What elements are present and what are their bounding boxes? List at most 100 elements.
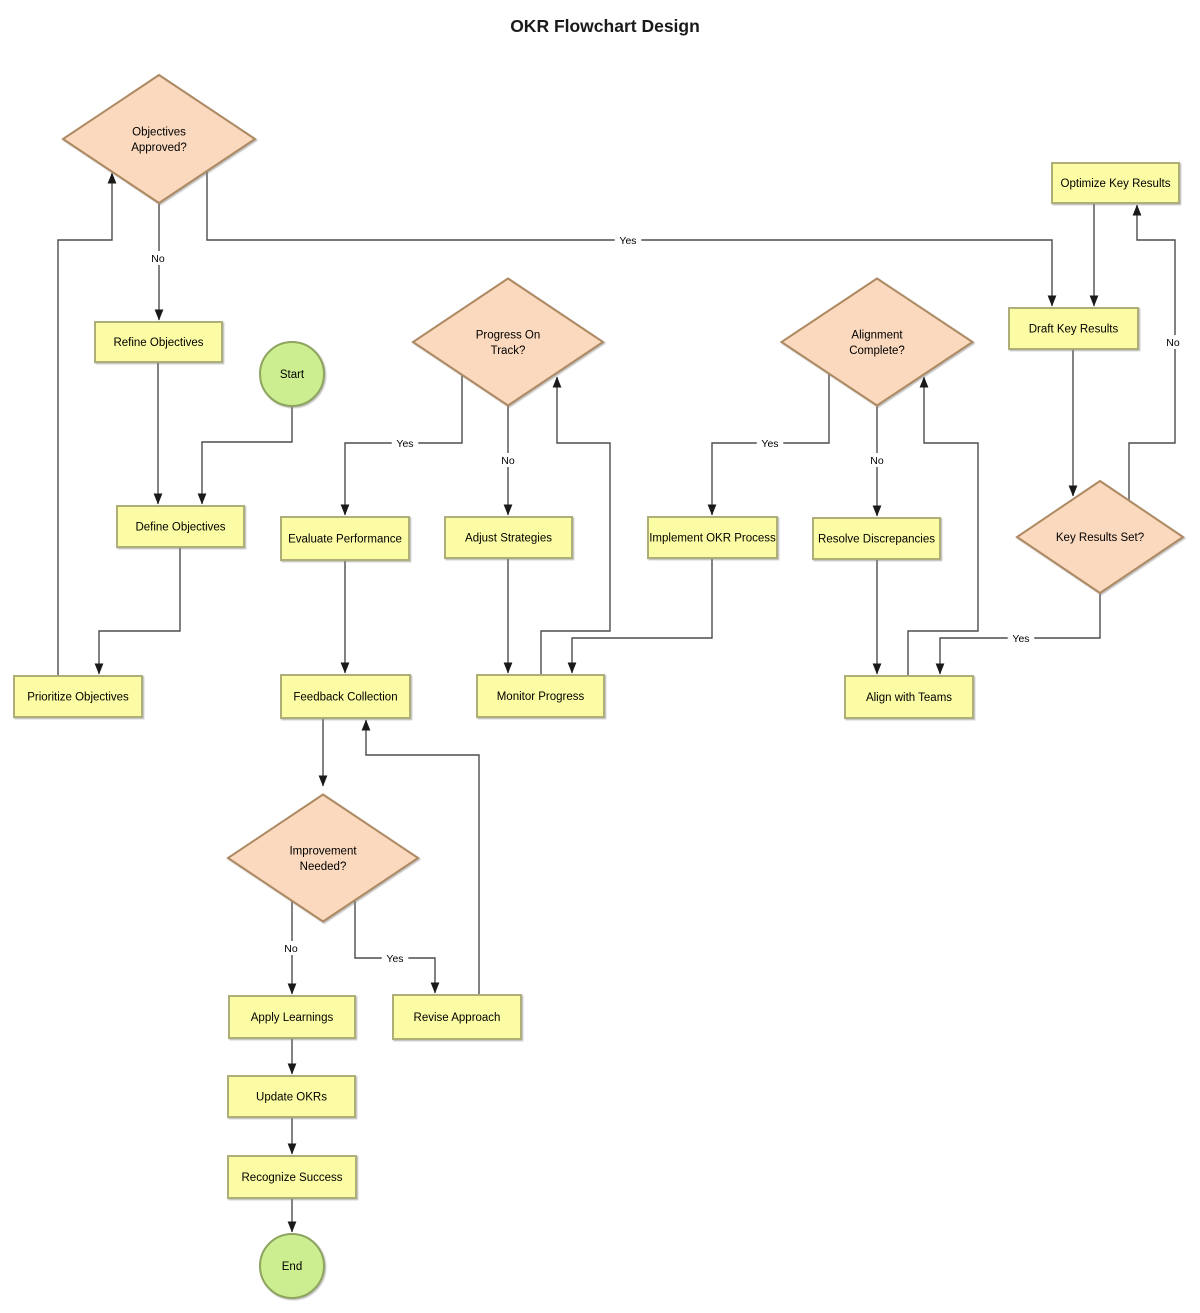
process-shape: [1051, 162, 1180, 204]
edge-label-bg: [391, 436, 419, 450]
edge-label-bg: [614, 233, 642, 247]
node-key-results-set[interactable]: Key Results Set?: [1015, 479, 1185, 595]
process-shape: [844, 675, 974, 719]
process-shape: [444, 516, 573, 559]
node-label: Feedback Collection: [293, 692, 397, 704]
process-shape: [227, 1075, 356, 1118]
node-optimize-key-results[interactable]: Optimize Key Results: [1051, 162, 1180, 204]
edge-label: Yes: [1012, 633, 1029, 645]
node-apply-learnings[interactable]: Apply Learnings: [228, 995, 356, 1039]
terminal-shape: [259, 341, 325, 407]
edge-revise-to-feedback: [361, 719, 480, 995]
node-label: Implement OKR Process: [649, 533, 776, 545]
node-adjust-strategies[interactable]: Adjust Strategies: [444, 516, 573, 559]
node-define-objectives[interactable]: Define Objectives: [116, 505, 245, 548]
edge-label-bg: [756, 436, 784, 450]
process-shape: [13, 675, 143, 718]
node-label: Prioritize Objectives: [27, 692, 129, 704]
edge-label: No: [284, 943, 298, 955]
edge-label: Yes: [386, 953, 403, 965]
node-start[interactable]: Start: [259, 341, 325, 407]
edge-improvement-needed-yes: [354, 900, 440, 994]
edge-label: No: [870, 455, 884, 467]
node-label: Draft Key Results: [1029, 324, 1119, 336]
node-label: Refine Objectives: [113, 337, 203, 349]
edge-label: No: [151, 253, 165, 265]
node-evaluate-performance[interactable]: Evaluate Performance: [280, 516, 410, 561]
node-label: Key Results Set?: [1056, 532, 1144, 544]
node-update-okrs[interactable]: Update OKRs: [227, 1075, 356, 1118]
edge-key-results-set-no: [1128, 204, 1176, 500]
decision-shape: [226, 793, 420, 923]
node-label: Revise Approach: [414, 1012, 501, 1024]
process-shape: [1008, 307, 1139, 350]
process-shape: [392, 994, 522, 1040]
node-implement-okr-process[interactable]: Implement OKR Process: [647, 516, 778, 559]
terminal-shape: [259, 1233, 325, 1299]
decision-shape: [411, 277, 605, 407]
edge-implement-to-monitor: [567, 558, 713, 674]
node-draft-key-results[interactable]: Draft Key Results: [1008, 307, 1139, 350]
process-shape: [94, 321, 223, 363]
edge-label-bg: [381, 951, 409, 965]
edge-label-bg: [148, 251, 168, 265]
edge-layer: [57, 171, 1176, 1233]
decision-shape: [779, 277, 975, 407]
edge-align-to-alignment-complete: [907, 376, 979, 676]
node-label: Align with Teams: [866, 692, 952, 704]
node-label: Recognize Success: [242, 1172, 343, 1184]
node-label: Define Objectives: [135, 522, 225, 534]
node-resolve-discrepancies[interactable]: Resolve Discrepancies: [812, 517, 941, 560]
node-refine-objectives[interactable]: Refine Objectives: [94, 321, 223, 363]
process-shape: [476, 674, 605, 718]
edge-label-bg: [1163, 335, 1183, 349]
node-label: Adjust Strategies: [465, 533, 552, 545]
edge-label: No: [1166, 337, 1180, 349]
edge-label: Yes: [619, 235, 636, 247]
edge-prioritize-to-objectives-approved: [57, 172, 117, 676]
node-label: Resolve Discrepancies: [818, 534, 935, 546]
node-label: Evaluate Performance: [288, 534, 402, 546]
node-prioritize-objectives[interactable]: Prioritize Objectives: [13, 675, 143, 718]
process-shape: [812, 517, 941, 560]
edge-label-bg: [281, 941, 301, 955]
edge-start-to-define-objectives: [197, 406, 293, 505]
edge-label: Yes: [396, 438, 413, 450]
node-recognize-success[interactable]: Recognize Success: [227, 1155, 357, 1199]
node-end[interactable]: End: [259, 1233, 325, 1299]
process-shape: [228, 995, 356, 1039]
node-label: End: [282, 1261, 302, 1273]
decision-shape: [61, 73, 257, 205]
node-label: Update OKRs: [256, 1092, 327, 1104]
edge-label: No: [501, 455, 515, 467]
edge-label-bg: [867, 453, 887, 467]
node-align-with-teams[interactable]: Align with Teams: [844, 675, 974, 719]
node-feedback-collection[interactable]: Feedback Collection: [280, 674, 411, 719]
node-monitor-progress[interactable]: Monitor Progress: [476, 674, 605, 718]
edge-monitor-to-progress-on-track: [540, 376, 611, 675]
node-label: Apply Learnings: [251, 1012, 334, 1024]
process-shape: [647, 516, 778, 559]
edge-define-to-prioritize: [94, 547, 181, 675]
decision-shape: [1015, 479, 1185, 595]
edge-label-bg: [1007, 631, 1035, 645]
process-shape: [116, 505, 245, 548]
node-revise-approach[interactable]: Revise Approach: [392, 994, 522, 1040]
diagram-title: OKR Flowchart Design: [510, 16, 700, 36]
process-shape: [227, 1155, 357, 1199]
edge-label: Yes: [761, 438, 778, 450]
node-label: Start: [280, 369, 305, 381]
process-shape: [280, 674, 411, 719]
node-label: Monitor Progress: [497, 691, 585, 703]
